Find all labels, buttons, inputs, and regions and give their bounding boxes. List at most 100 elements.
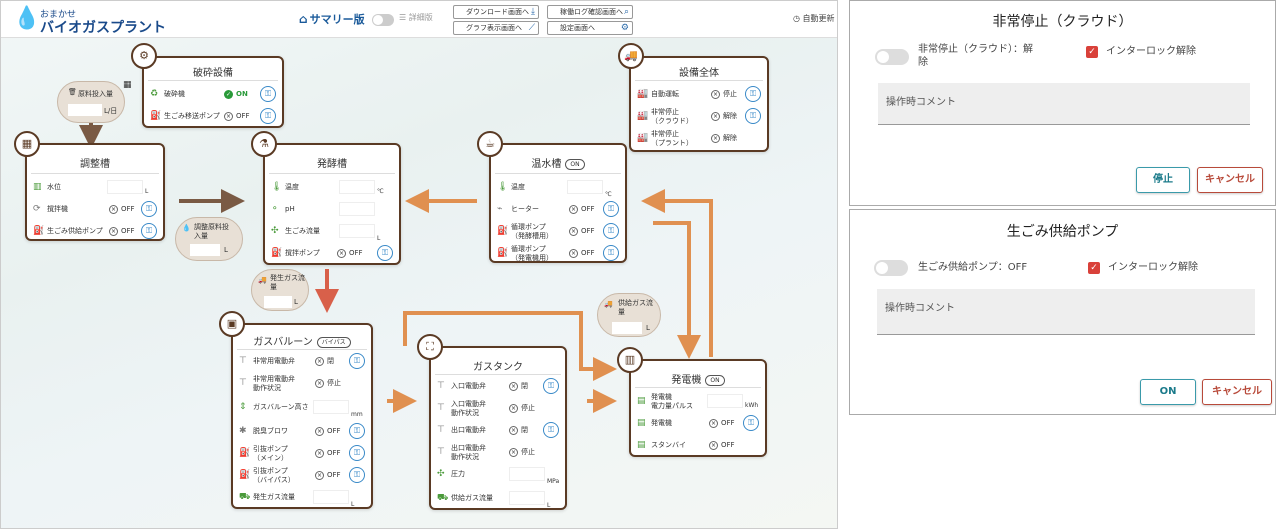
graph-button[interactable]: グラフ表示画面へ⟋	[453, 21, 539, 35]
cancel-button[interactable]: キャンセル	[1197, 167, 1263, 193]
emergency-valve-status: ×閉	[315, 351, 334, 371]
gen-gas-unit: L	[294, 298, 298, 306]
clock-icon: ◷	[793, 14, 803, 23]
log-button[interactable]: 稼働ログ確認画面へ⌕	[547, 5, 633, 19]
divider	[635, 80, 763, 81]
arrow-hotwater-to-generator	[653, 221, 701, 359]
outlet-valve-status: ×閉	[509, 420, 528, 440]
drop-icon: 💧	[182, 224, 191, 232]
remote-button[interactable]: ⚿	[349, 353, 365, 369]
detail-label-text: 詳細版	[408, 13, 433, 22]
detail-view-label[interactable]: ☰ 詳細版	[399, 12, 433, 23]
deodor-blower-label: 脱臭ブロワ	[253, 427, 288, 435]
remote-button[interactable]: ⚿	[141, 223, 157, 239]
remote-button[interactable]: ⚿	[349, 445, 365, 461]
feed-pump-row: ⛽ 生ごみ供給ポンプ ×OFF ⚿	[33, 221, 157, 241]
remote-button[interactable]: ⚿	[745, 86, 761, 102]
stir-pump-status: ×OFF	[337, 243, 363, 263]
recycle-icon: ♻	[150, 89, 159, 99]
trash-icon: 🗑	[68, 88, 77, 96]
comment-input[interactable]: 操作時コメント	[878, 83, 1250, 125]
feed-pump-toggle[interactable]	[874, 260, 908, 276]
arrow-bypass	[403, 311, 617, 381]
truck-icon: 🚚	[258, 276, 267, 284]
divider	[435, 374, 561, 375]
x-circle-icon: ×	[569, 248, 578, 258]
pressure-row: ✣ 圧力 MPa	[437, 464, 559, 485]
gas-tank-icon: ⛶	[417, 334, 443, 360]
remote-button[interactable]: ⚿	[349, 467, 365, 483]
x-circle-icon: ×	[709, 440, 718, 450]
water-level-row: ▥ 水位 L	[33, 177, 157, 197]
heater-row: ⌁ ヒーター ×OFF ⚿	[497, 199, 619, 219]
estop-cloud-toggle[interactable]	[875, 49, 909, 65]
estop-cloud-row: 🏭 非常停止 （クラウド） ×解除 ⚿	[637, 106, 761, 126]
stir-pump-status-text: OFF	[349, 249, 363, 257]
valve-icon: ⊤	[437, 381, 445, 391]
bypass-badge[interactable]: バイパス	[316, 336, 351, 348]
transfer-pump-label: 生ごみ移送ポンプ	[164, 112, 220, 120]
remote-button[interactable]: ⚿	[603, 201, 619, 217]
transfer-pump-status: ×OFF	[224, 106, 250, 126]
remote-button[interactable]: ⚿	[603, 245, 619, 261]
x-circle-icon: ×	[509, 425, 518, 435]
remote-button[interactable]: ⚿	[349, 423, 365, 439]
calendar-icon[interactable]: ▦	[123, 80, 132, 90]
extract-pump-main-row: ⛽ 引抜ポンプ （メイン） ×OFF ⚿	[239, 443, 365, 463]
emergency-valve-status-text: 閉	[327, 357, 334, 365]
remote-button[interactable]: ⚿	[260, 108, 276, 124]
x-circle-icon: ×	[509, 381, 518, 391]
circ-pump-ferment-status: ×OFF	[569, 221, 595, 241]
download-button[interactable]: ダウンロード画面へ⤓	[453, 5, 539, 19]
truck-icon: ⛟	[239, 492, 251, 502]
outlet-valve-op-label: 出口電動弁 動作状況	[451, 444, 486, 461]
interlock-checkbox[interactable]: ✓	[1088, 262, 1100, 274]
settings-button[interactable]: 設定画面へ⚙	[547, 21, 633, 35]
remote-button[interactable]: ⚿	[745, 108, 761, 124]
comment-input[interactable]: 操作時コメント	[877, 289, 1255, 335]
emergency-valve-row: ⊤ 非常用電動弁 ×閉 ⚿	[239, 351, 365, 371]
estop-cloud-label: 非常停止 （クラウド）	[651, 108, 693, 125]
garbage-flow-value	[339, 224, 375, 238]
stirrer-status-text: OFF	[121, 205, 135, 213]
supply-gas-flow-value	[509, 491, 545, 505]
remote-button[interactable]: ⚿	[543, 378, 559, 394]
generator-small-icon: ▤	[637, 418, 646, 428]
gen-status-text: OFF	[721, 419, 735, 427]
crusher-status-text: ON	[236, 90, 248, 98]
auto-update[interactable]: ◷ 自動更新	[793, 13, 835, 24]
stirrer-status: ×OFF	[109, 199, 135, 219]
garbage-flow-row: ✣ 生ごみ流量 L	[271, 221, 393, 242]
stop-button[interactable]: 停止	[1136, 167, 1190, 193]
supply-gas-unit: L	[646, 324, 650, 332]
remote-button[interactable]: ⚿	[377, 245, 393, 261]
cancel-button[interactable]: キャンセル	[1202, 379, 1272, 405]
power-pulse-row: ▤ 発電機 電力量パルス kWh	[637, 391, 759, 411]
remote-button[interactable]: ⚿	[141, 201, 157, 217]
crusher-status: ✓ON	[224, 84, 248, 104]
crusher-row: ♻ 破砕機 ✓ON ⚿	[150, 84, 276, 104]
remote-button[interactable]: ⚿	[603, 223, 619, 239]
feed-amount-bubble: 🗑 原料投入量 L/日	[57, 81, 125, 123]
feed-amount-label: 原料投入量	[78, 90, 113, 98]
remote-button[interactable]: ⚿	[743, 415, 759, 431]
ferment-temp-unit: ℃	[377, 188, 384, 195]
remote-button[interactable]: ⚿	[543, 422, 559, 438]
estop-cloud-status-text: 解除	[723, 112, 737, 120]
pump-icon: ⛽	[271, 248, 283, 258]
interlock-checkbox[interactable]: ✓	[1086, 46, 1098, 58]
on-button[interactable]: ON	[1140, 379, 1196, 405]
inlet-valve-op-status-text: 停止	[521, 404, 535, 412]
deodor-blower-row: ✱ 脱臭ブロワ ×OFF ⚿	[239, 421, 365, 441]
inlet-valve-status-text: 閉	[521, 382, 528, 390]
view-toggle[interactable]	[372, 14, 395, 26]
standby-status-text: OFF	[721, 441, 735, 449]
remote-button[interactable]: ⚿	[260, 86, 276, 102]
flow-arrows	[79, 121, 713, 413]
outlet-valve-op-status-text: 停止	[521, 448, 535, 456]
hw-temp-label: 温度	[511, 183, 525, 191]
divider	[635, 387, 761, 388]
balloon-height-label: ガスバルーン高さ	[253, 403, 309, 411]
x-circle-icon: ×	[337, 248, 346, 258]
